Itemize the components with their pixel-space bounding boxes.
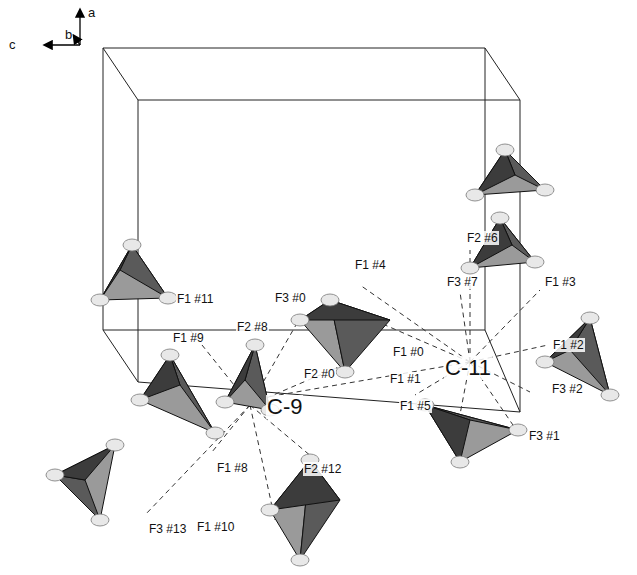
fluorine-atom	[536, 356, 554, 368]
fluorine-label: F2 #8	[236, 320, 269, 334]
fluorine-atom	[336, 366, 354, 378]
tetrahedron-face	[170, 355, 215, 433]
fluorine-label: F1 #2	[552, 338, 585, 352]
fluorine-atom	[123, 239, 141, 251]
tetrahedron-face	[140, 355, 180, 400]
fluorine-label: F3 #13	[148, 522, 187, 536]
fluorine-label: F2 #0	[303, 367, 336, 381]
tetrahedron-face	[545, 318, 610, 395]
tetrahedron-face	[545, 318, 590, 362]
fluorine-atom	[246, 339, 264, 351]
fluorine-atom	[496, 144, 514, 156]
fluorine-atom	[216, 396, 234, 408]
fluorine-atom	[461, 262, 479, 274]
fluorine-atom	[291, 314, 309, 326]
tetrahedron-face	[100, 245, 168, 300]
tetrahedron-face	[300, 300, 390, 320]
tetrahedron-face	[425, 405, 470, 462]
fluorine-atom	[536, 184, 554, 196]
fluorine-atom	[291, 554, 309, 566]
fluorine-atom	[526, 256, 544, 268]
atom-label: C-11	[444, 356, 492, 380]
fluorine-atom	[206, 427, 224, 439]
atom-label: C-9	[266, 395, 303, 419]
tetrahedron-face	[425, 405, 518, 462]
fluorine-atom	[106, 439, 124, 451]
axis-label: c	[8, 38, 17, 52]
fluorine-label: F1 #0	[392, 345, 425, 359]
tetrahedron-face	[55, 445, 115, 520]
fluorine-atom	[131, 394, 149, 406]
fluorine-label: F2 #6	[466, 231, 499, 245]
fluorine-label: F2 #12	[303, 462, 342, 476]
tetrahedron-face	[140, 355, 215, 433]
fluorine-label: F1 #11	[176, 292, 214, 306]
fluorine-atom	[91, 514, 109, 526]
fluorine-label: F1 #10	[196, 520, 235, 534]
fluorine-atom	[91, 294, 109, 306]
fluorine-atom	[509, 424, 527, 436]
fluorine-label: F1 #5	[399, 399, 432, 413]
tetrahedron-face	[55, 475, 100, 520]
fluorine-label: F3 #1	[528, 429, 561, 443]
fluorine-label: F1 #9	[172, 331, 205, 345]
tetrahedron-face	[100, 245, 132, 300]
fluorine-atom	[581, 312, 599, 324]
fluorine-atom	[321, 294, 339, 306]
fluorine-atom	[46, 469, 64, 481]
fluorine-label: F1 #4	[354, 258, 387, 272]
fluorine-label: F3 #2	[551, 382, 584, 396]
fluorine-atom	[261, 504, 279, 516]
fluorine-atom	[601, 389, 619, 401]
fluorine-label: F1 #3	[544, 275, 577, 289]
fluorine-atom	[161, 349, 179, 361]
fluorine-label: F3 #0	[274, 291, 307, 305]
axis-label: b	[64, 28, 73, 42]
tetrahedron-face	[475, 150, 515, 195]
tetrahedron-face	[475, 150, 545, 195]
fluorine-label: F1 #8	[216, 461, 249, 475]
fluorine-atom	[491, 212, 509, 224]
tetrahedron-face	[225, 345, 255, 402]
axis-label: a	[87, 6, 96, 20]
fluorine-atom	[451, 456, 469, 468]
fluorine-label: F1 #1	[389, 372, 422, 386]
fluorine-atom	[466, 189, 484, 201]
fluorine-atom	[159, 292, 177, 304]
fluorine-label: F3 #7	[446, 275, 479, 289]
